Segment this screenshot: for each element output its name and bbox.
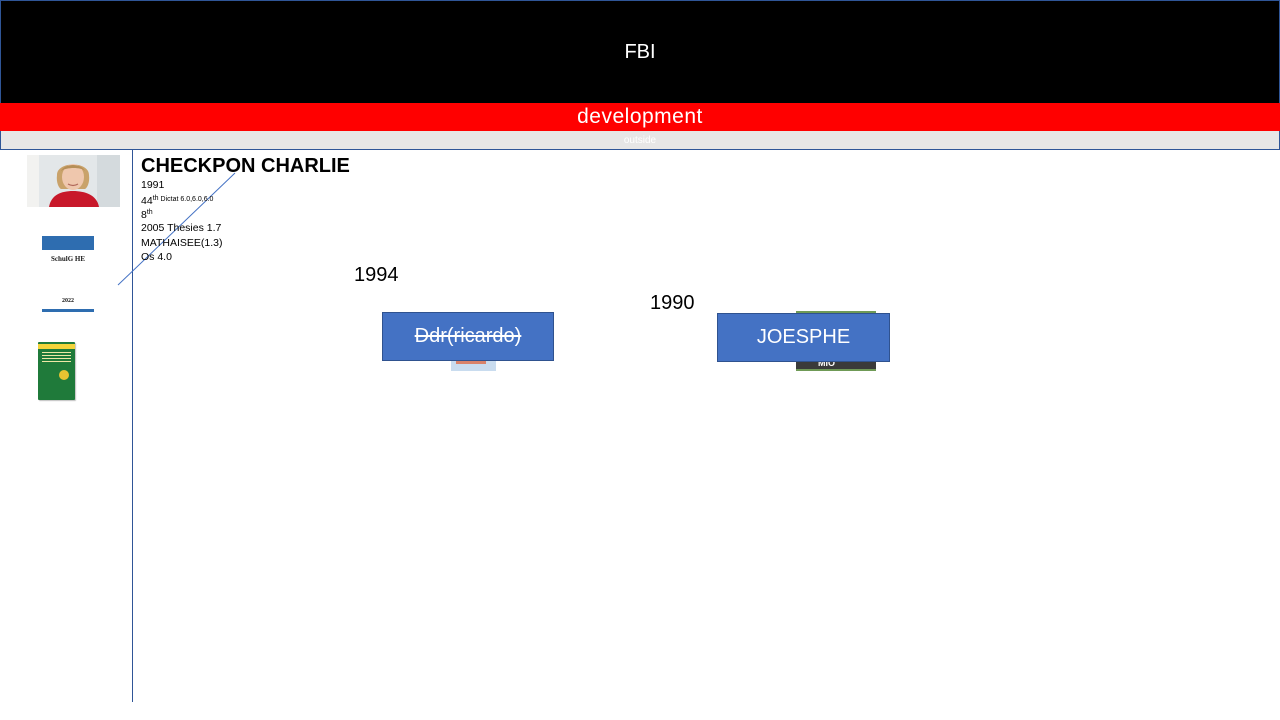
- sub-banner: outside: [0, 131, 1280, 150]
- book-cover-year: 2022: [62, 298, 74, 304]
- timeline-box-ddr[interactable]: Ddr(ricardo): [382, 312, 554, 361]
- page-heading: CHECKPON CHARLIE: [141, 155, 350, 177]
- year-label-right: 1990: [650, 292, 695, 314]
- timeline-box-joesphe-label: JOESPHE: [756, 326, 851, 348]
- timeline-box-ddr-label: Ddr(ricardo): [414, 325, 522, 347]
- thumbnail-ddr-detail: [456, 358, 486, 364]
- subtitle-text: development: [577, 105, 703, 128]
- portrait-photo[interactable]: [27, 155, 120, 207]
- info-line-year: 1991: [141, 179, 165, 191]
- book-cover-title: SchulG HE: [50, 255, 86, 263]
- column-divider: [132, 150, 133, 702]
- info-line-5: MATHAISEE(1.3): [141, 237, 223, 249]
- timeline-box-joesphe[interactable]: JOESPHE: [717, 313, 890, 362]
- info-line-2-note: Dictat 6.0,6.0,6.0: [160, 196, 214, 203]
- book-cover-text-lines: [42, 352, 71, 364]
- connector-line: [117, 172, 236, 286]
- thumbnail-joesphe-strip: [796, 359, 876, 369]
- thumbnail-ddr: [451, 358, 496, 371]
- info-line-6: Os 4.0: [141, 251, 172, 263]
- year-label-left: 1994: [354, 264, 399, 286]
- book-cover-seal: [59, 370, 69, 380]
- sub-banner-text: outside: [623, 134, 657, 146]
- info-line-2-sup: th: [152, 195, 159, 202]
- thumbnail-joesphe-label: MIO: [818, 358, 835, 368]
- portrait-illustration: [27, 155, 120, 207]
- book-cover-schulg-he[interactable]: SchulG HE 2022: [42, 236, 94, 312]
- info-line-3-main: 8: [141, 209, 147, 221]
- info-line-2-main: 44: [141, 195, 153, 207]
- info-line-3-sup: th: [146, 209, 153, 216]
- title-banner: FBI: [0, 0, 1280, 103]
- book-cover-green[interactable]: [38, 342, 75, 400]
- info-line-3: 8th: [141, 207, 153, 221]
- info-line-4: 2005 Thesies 1.7: [141, 222, 222, 234]
- title-text: FBI: [624, 40, 656, 63]
- subtitle-banner: development: [0, 103, 1280, 131]
- book-cover-band: [42, 236, 94, 250]
- book-cover-band: [38, 344, 75, 349]
